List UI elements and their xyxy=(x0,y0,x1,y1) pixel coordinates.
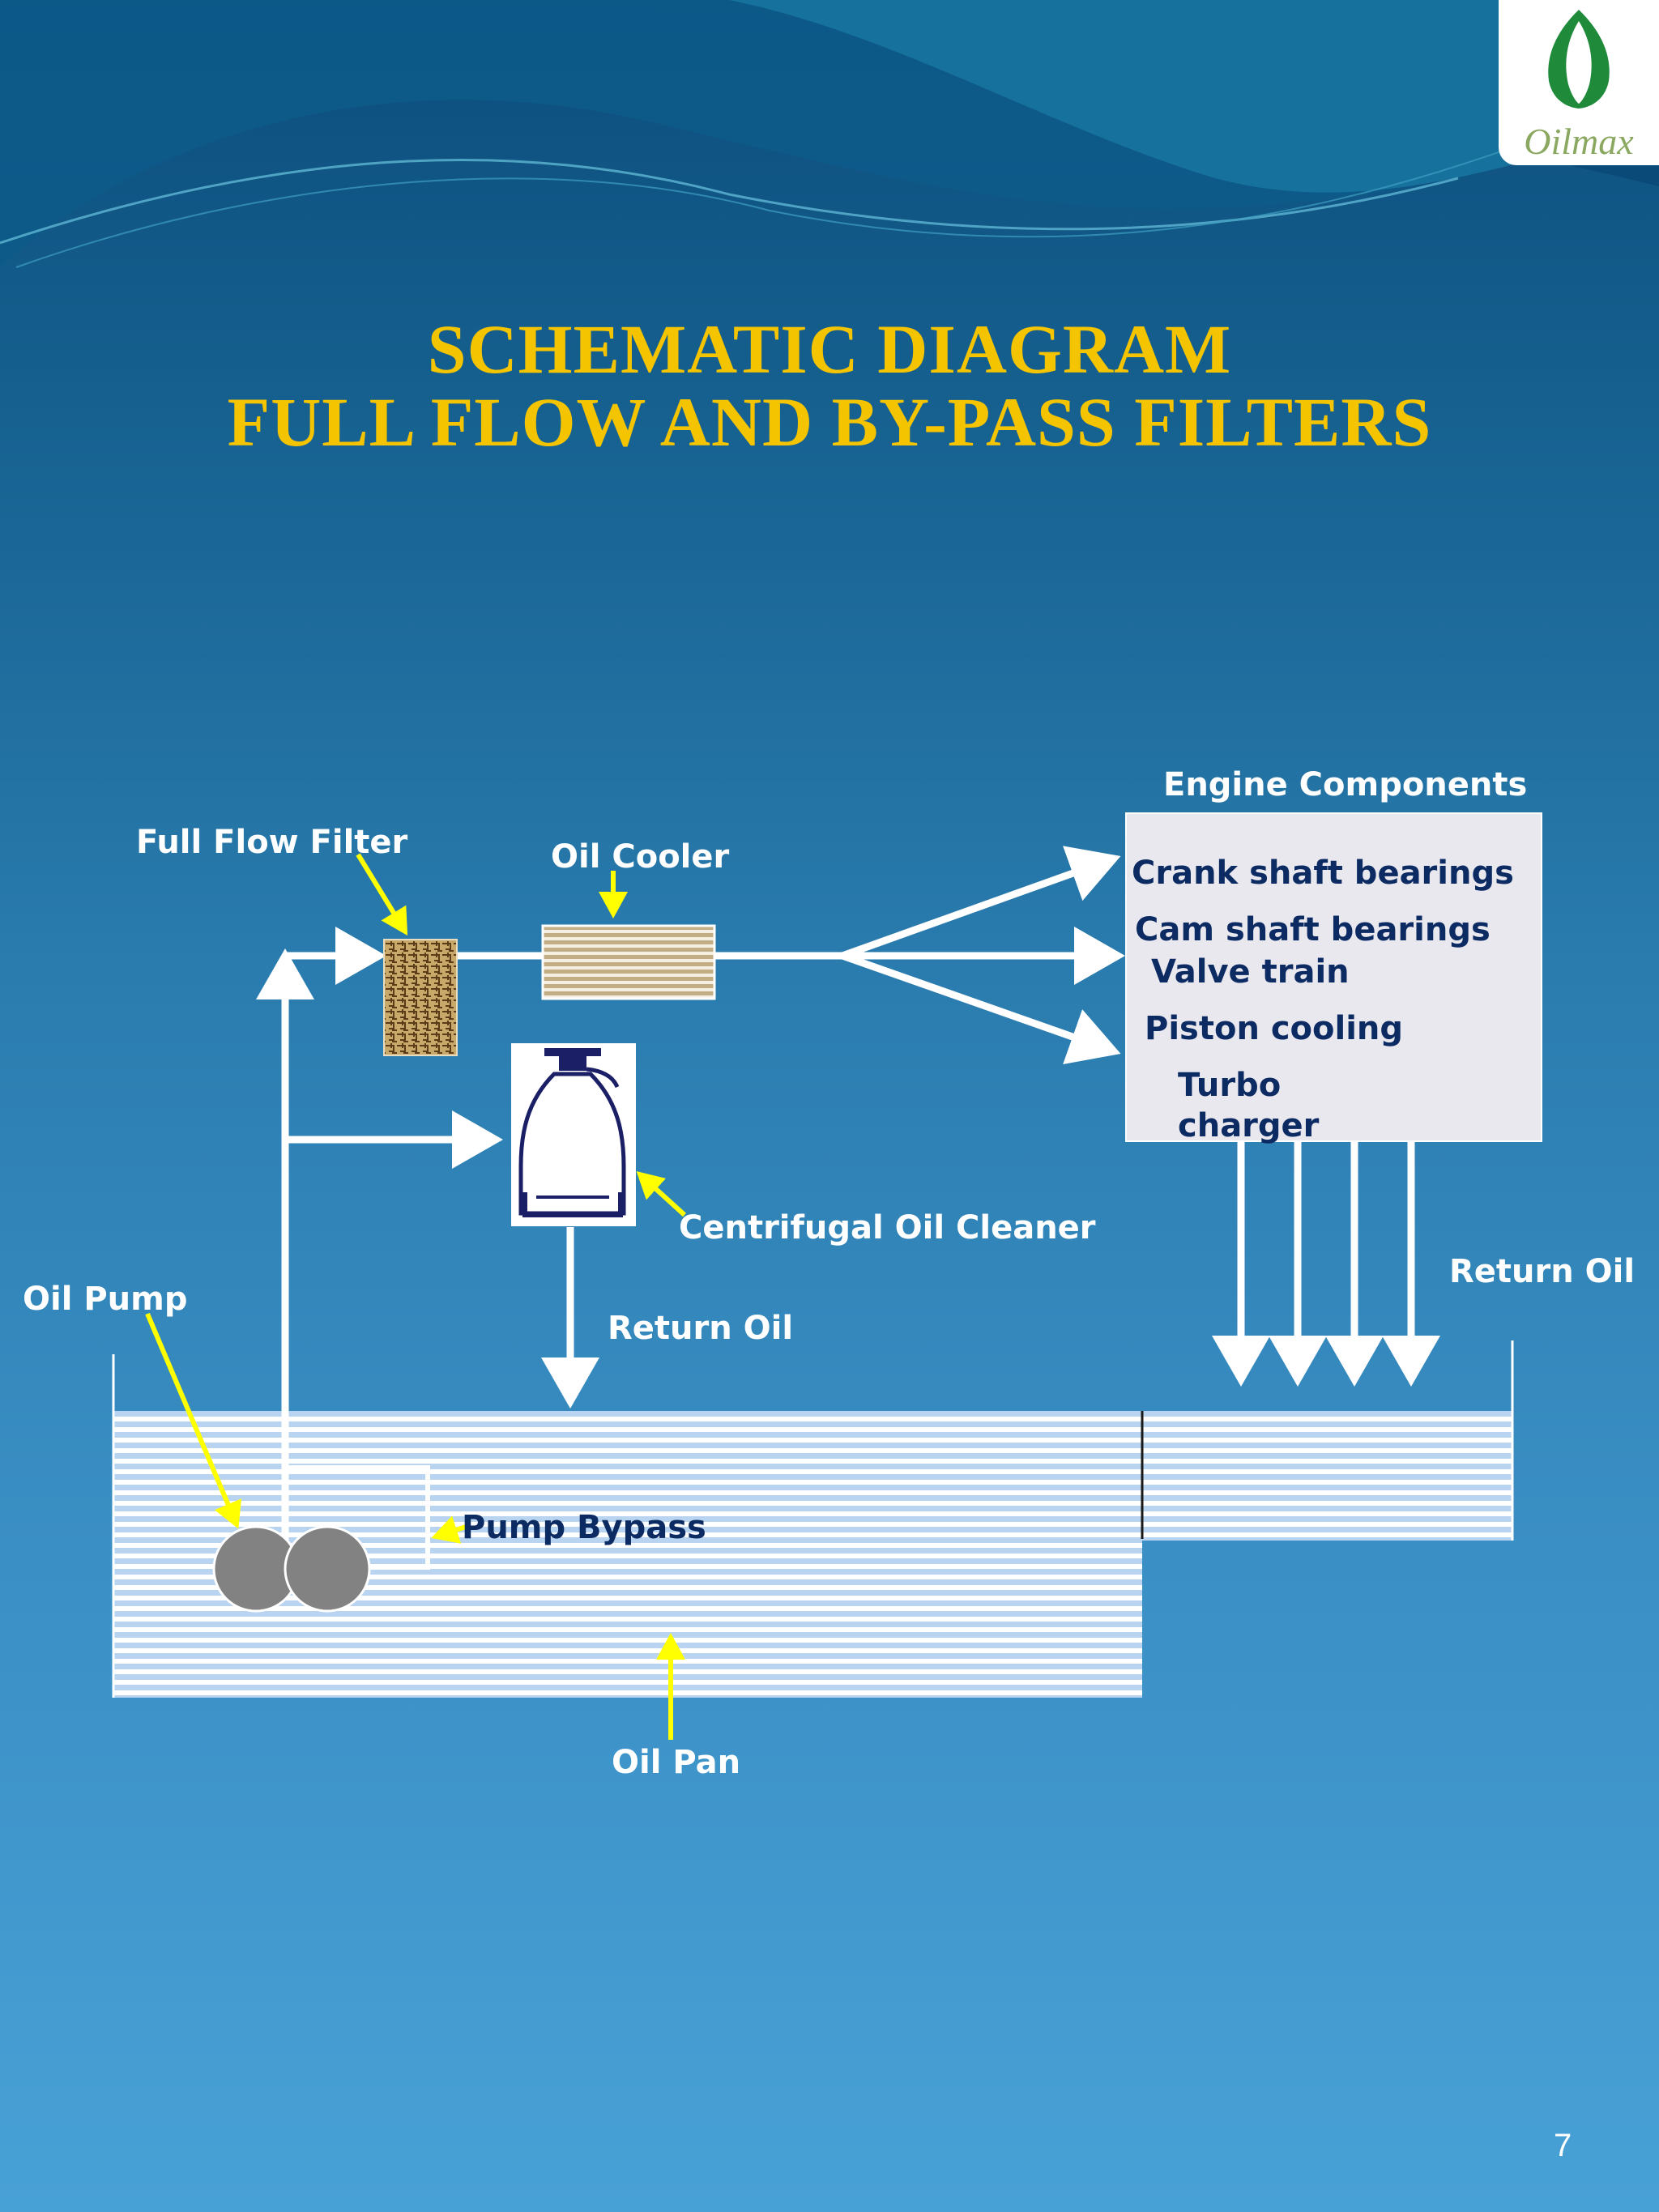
full-flow-filter-label: Full Flow Filter xyxy=(136,824,408,861)
oil-pan-shallow xyxy=(1142,1411,1512,1541)
engine-components-box xyxy=(1125,812,1542,1142)
oil-pump-label: Oil Pump xyxy=(23,1281,188,1318)
header-wave xyxy=(0,0,1659,268)
title-line-2: FULL FLOW AND BY-PASS FILTERS xyxy=(227,383,1432,461)
return-oil-right-label: Return Oil xyxy=(1449,1253,1636,1290)
engine-item-piston: Piston cooling xyxy=(1145,1010,1404,1047)
centrifugal-cleaner-element xyxy=(511,1043,636,1226)
centrifugal-oil-cleaner-label: Centrifugal Oil Cleaner xyxy=(679,1209,1096,1247)
company-logo xyxy=(1499,0,1659,165)
engine-item-crank: Crank shaft bearings xyxy=(1132,855,1514,892)
branch-crank xyxy=(841,846,1121,960)
branch-piston xyxy=(841,952,1121,1065)
callout-arrow-pump xyxy=(145,1312,242,1529)
engine-item-turbo: Turbo xyxy=(1178,1067,1282,1104)
leaf-logo-icon xyxy=(1548,10,1610,109)
title-line-1: SCHEMATIC DIAGRAM xyxy=(427,310,1232,388)
oil-cooler-element xyxy=(541,924,716,1000)
callout-arrow-bypass xyxy=(431,1515,467,1544)
oil-pump-gear-right xyxy=(284,1525,371,1613)
return-oil-center-label: Return Oil xyxy=(608,1310,794,1347)
callout-arrow-filter xyxy=(356,853,408,936)
engine-components-label: Engine Components xyxy=(1163,766,1528,803)
oil-pan-label: Oil Pan xyxy=(612,1744,741,1781)
engine-item-valve: Valve train xyxy=(1151,953,1350,991)
logo-text: Oilmax xyxy=(1524,121,1634,162)
engine-item-charger: charger xyxy=(1178,1107,1320,1144)
full-flow-filter-element xyxy=(383,939,458,1056)
page-number: 7 xyxy=(1554,2128,1572,2163)
callout-arrow-centrifuge xyxy=(636,1170,687,1217)
pump-bypass-label: Pump Bypass xyxy=(462,1509,706,1546)
oil-cooler-label: Oil Cooler xyxy=(551,838,730,876)
engine-item-cam: Cam shaft bearings xyxy=(1135,911,1491,948)
